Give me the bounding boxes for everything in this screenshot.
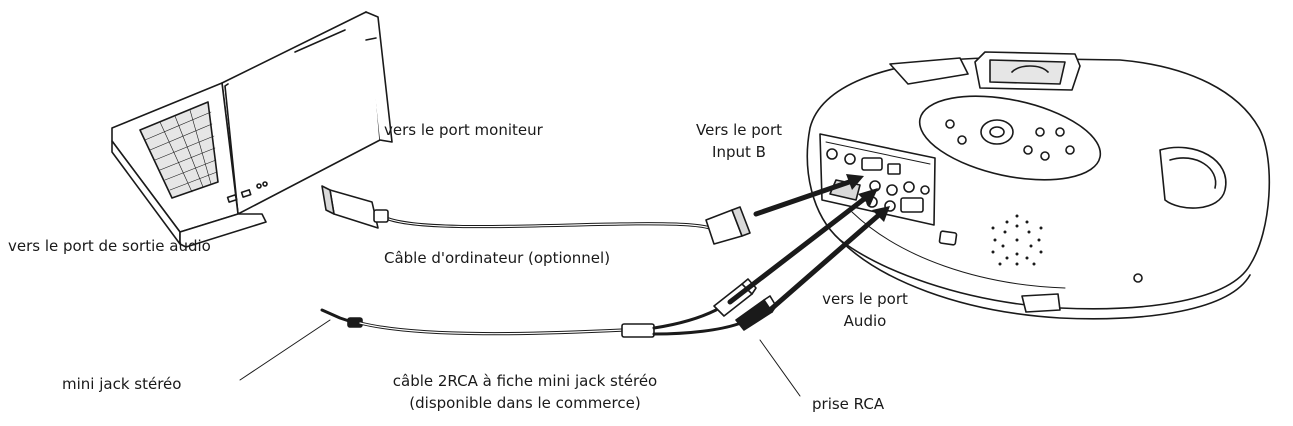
rca-cable-line-1: câble 2RCA à fiche mini jack stéréo: [392, 372, 658, 390]
leader-rca-plug: [759, 339, 801, 397]
audio-out-label: vers le port de sortie audio: [8, 237, 211, 255]
projector-icon: [806, 51, 1271, 320]
vga-connector-icon: [321, 185, 751, 245]
input-b-line-2: Input B: [712, 143, 766, 161]
leader-mini-jack: [239, 319, 331, 381]
rca-plug-icon: [713, 278, 777, 331]
mini-jack-label: mini jack stéréo: [62, 375, 182, 393]
rca-cable-label: câble 2RCA à fiche mini jack stéréo (dis…: [350, 370, 700, 414]
connection-arrows: [727, 177, 883, 313]
rca-cable-line-2: (disponible dans le commerce): [409, 394, 641, 412]
audio-port-line-1: vers le port: [822, 290, 908, 308]
mini-jack-icon: [320, 308, 740, 338]
monitor-port-label: vers le port moniteur: [384, 121, 543, 139]
audio-port-label: vers le port Audio: [790, 288, 940, 332]
computer-cable-label: Câble d'ordinateur (optionnel): [384, 249, 611, 267]
audio-port-line-2: Audio: [843, 312, 887, 330]
laptop-icon: [111, 11, 393, 248]
rca-plug-label: prise RCA: [812, 395, 885, 413]
input-b-line-1: Vers le port: [696, 121, 782, 139]
input-b-label: Vers le port Input B: [664, 119, 814, 163]
